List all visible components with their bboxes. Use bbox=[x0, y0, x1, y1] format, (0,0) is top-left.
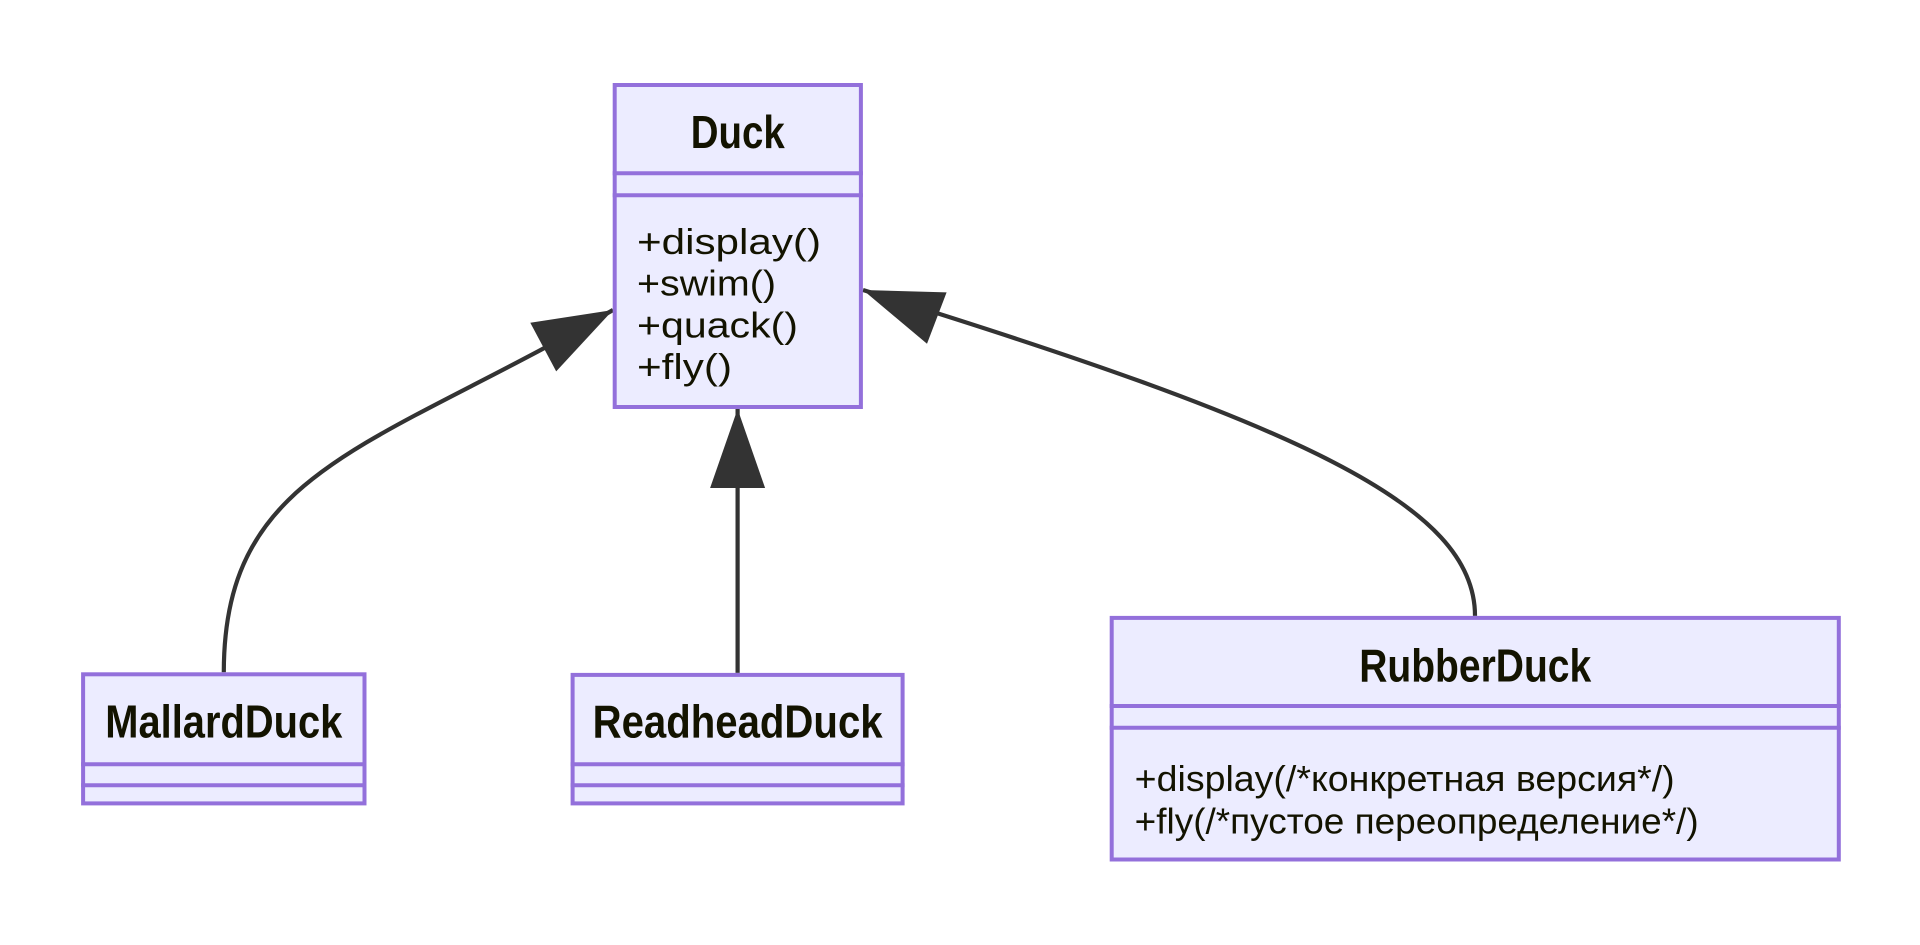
svg-text:ReadheadDuck: ReadheadDuck bbox=[593, 696, 883, 748]
svg-text:+swim(): +swim() bbox=[637, 263, 776, 304]
svg-text:MallardDuck: MallardDuck bbox=[105, 696, 342, 748]
svg-text:+quack(): +quack() bbox=[637, 304, 798, 345]
svg-text:Duck: Duck bbox=[691, 106, 785, 158]
svg-text:+display(/*конкретная версия*/: +display(/*конкретная версия*/) bbox=[1135, 758, 1675, 799]
svg-text:RubberDuck: RubberDuck bbox=[1359, 640, 1591, 692]
svg-text:+fly(/*пустое переопределение*: +fly(/*пустое переопределение*/) bbox=[1135, 801, 1699, 842]
svg-text:+display(): +display() bbox=[637, 221, 821, 262]
svg-text:+fly(): +fly() bbox=[637, 346, 732, 387]
